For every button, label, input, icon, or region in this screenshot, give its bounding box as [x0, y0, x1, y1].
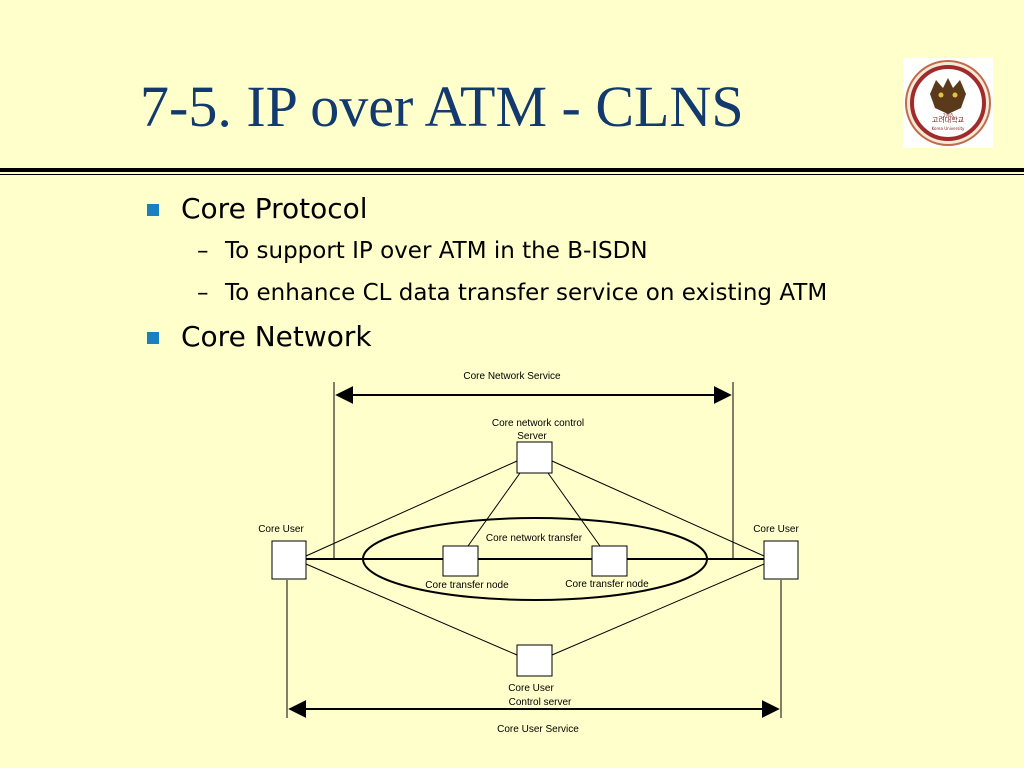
logo-korean-name: 고려대학교 [932, 115, 965, 124]
core-network-transfer-label: Core network transfer [486, 533, 583, 544]
link-control-to-left-node [467, 472, 521, 547]
tiger-icon [930, 78, 966, 114]
link-control-to-right-node [547, 472, 601, 547]
dash-icon: – [197, 280, 209, 306]
control-server-box [516, 441, 553, 474]
tiger-eye-right [952, 92, 958, 98]
link-left-user-to-user-control [305, 563, 518, 656]
left-transfer-node-label: Core transfer node [425, 580, 509, 591]
core-network-service-label: Core Network Service [463, 371, 561, 382]
tiger-eye-left [938, 92, 944, 98]
user-control-label-line2: Control server [509, 697, 572, 708]
slide-title: 7-5. IP over ATM - CLNS [140, 74, 744, 139]
link-left-user-to-control [305, 460, 518, 557]
link-right-user-to-control [551, 460, 765, 557]
left-core-user-label: Core User [258, 524, 304, 535]
sub-bullet-text: To support IP over ATM in the B-ISDN [225, 238, 648, 264]
dash-icon: – [197, 238, 209, 264]
sub-bullet-cl-data-transfer: – To enhance CL data transfer service on… [197, 280, 828, 306]
control-server-label-line2: Server [517, 431, 547, 442]
bullet-square-icon [147, 204, 159, 216]
title-divider-thick [0, 168, 1024, 172]
sub-bullet-ip-over-atm: – To support IP over ATM in the B-ISDN [197, 238, 648, 264]
control-server-label-line1: Core network control [492, 418, 584, 429]
core-user-service-label: Core User Service [497, 724, 579, 735]
core-network-transfer-ellipse [362, 517, 708, 601]
right-transfer-node-label: Core transfer node [565, 579, 649, 590]
logo-year: 1905 [943, 113, 954, 118]
right-transfer-node-box [591, 545, 628, 577]
title-divider-thin [0, 174, 1024, 175]
bullet-text: Core Protocol [181, 192, 368, 225]
left-transfer-node-box [442, 545, 479, 577]
user-control-label-line1: Core User [508, 683, 554, 694]
left-core-user-box [271, 540, 307, 580]
sub-bullet-text: To enhance CL data transfer service on e… [225, 280, 828, 306]
bullet-square-icon [147, 332, 159, 344]
bullet-text: Core Network [181, 320, 372, 353]
korea-university-logo: 고려대학교 Korea University 1905 [903, 58, 993, 148]
logo-english-name: Korea University [932, 126, 965, 131]
bullet-core-network: Core Network [147, 320, 372, 353]
user-control-server-box [516, 644, 553, 677]
bullet-core-protocol: Core Protocol [147, 192, 368, 225]
right-core-user-box [763, 540, 799, 580]
right-core-user-label: Core User [753, 524, 799, 535]
link-right-user-to-user-control [551, 563, 765, 656]
